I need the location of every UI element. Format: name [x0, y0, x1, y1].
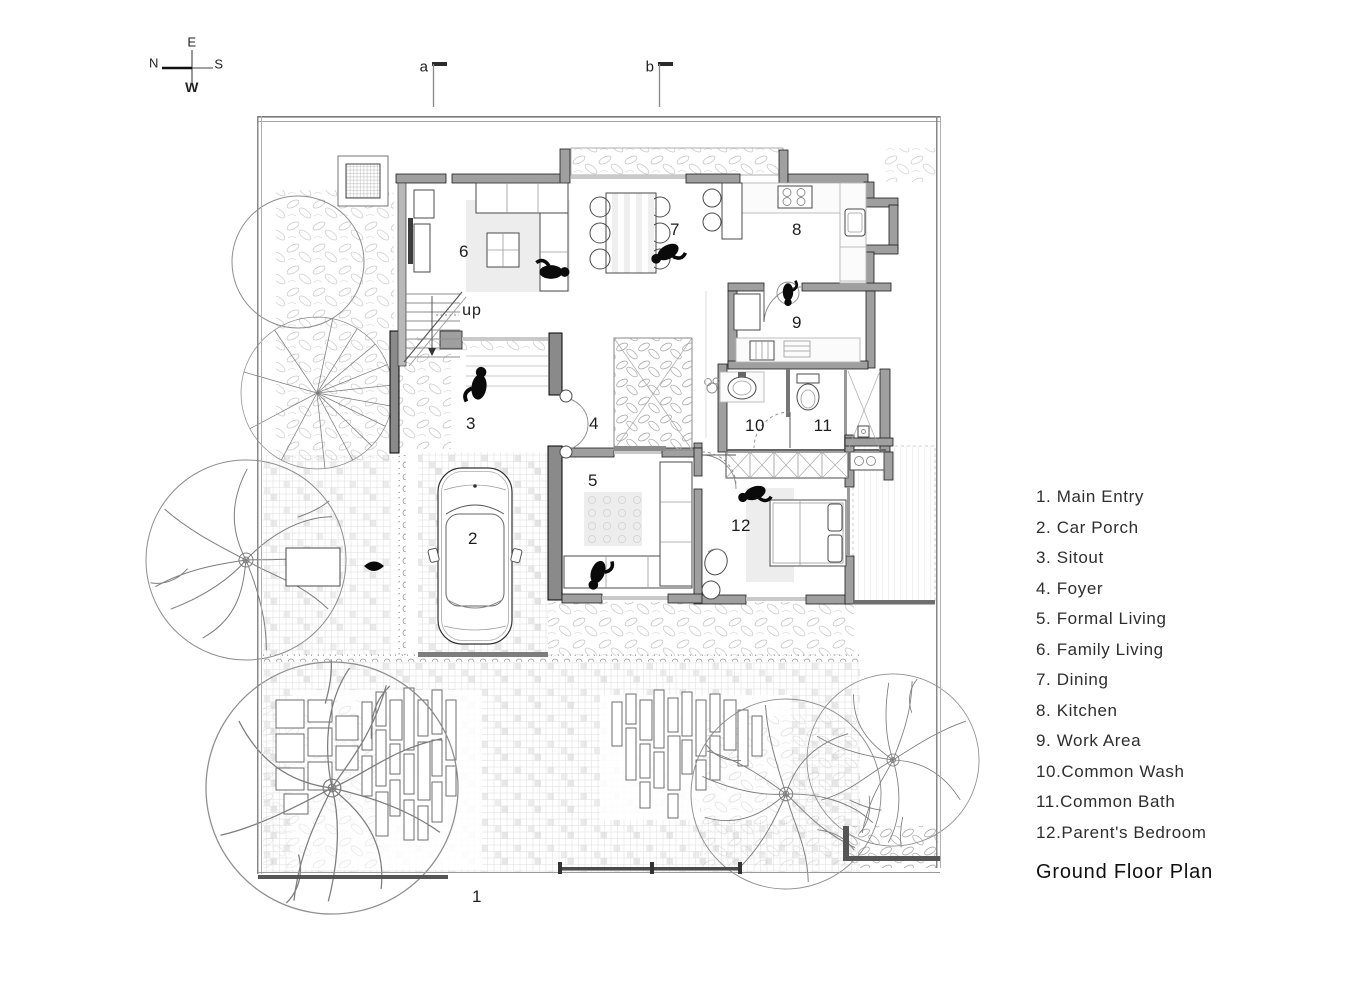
- legend-item-parents-bedroom: 12.Parent's Bedroom: [1036, 822, 1207, 842]
- legend-item-family-living: 6. Family Living: [1036, 639, 1164, 659]
- wash-bath-fixtures: [704, 370, 881, 451]
- compass-east-label: E: [187, 34, 197, 50]
- legend-item-common-wash: 10.Common Wash: [1036, 761, 1185, 781]
- room-label-common-bath: 11: [813, 416, 833, 435]
- section-marks: [432, 62, 673, 107]
- formal-living-furniture: [563, 461, 693, 589]
- stairs-up-label: up: [462, 302, 482, 319]
- garden-objects: [285, 155, 389, 587]
- room-label-family-living: 6: [459, 242, 469, 261]
- section-marker-b: b: [645, 58, 655, 76]
- trees: [117, 195, 1015, 965]
- room-label-work-area: 9: [792, 313, 802, 332]
- compass-west-label: W: [185, 79, 199, 95]
- legend-item-dining: 7. Dining: [1036, 670, 1109, 689]
- compass-south-label: S: [214, 56, 224, 72]
- room-label-common-wash: 10: [745, 416, 765, 435]
- compass: [162, 50, 213, 82]
- car: [427, 467, 523, 645]
- walls: [389, 148, 935, 605]
- room-label-car-porch: 2: [468, 529, 478, 548]
- legend: 1. Main Entry 2. Car Porch 3. Sitout 4. …: [1036, 482, 1366, 884]
- room-label-kitchen: 8: [792, 220, 802, 239]
- section-marker-a: a: [419, 58, 429, 76]
- room-label-main-entry: 1: [472, 887, 482, 906]
- room-label-parents-bedroom: 12: [731, 516, 751, 535]
- legend-item-formal-living: 5. Formal Living: [1036, 609, 1167, 628]
- room-label-dining: 7: [670, 220, 680, 239]
- compass-north-label: N: [149, 55, 159, 71]
- bedroom-furniture: [701, 291, 847, 600]
- stepping-stones: [275, 687, 763, 841]
- legend-item-car-porch: 2. Car Porch: [1036, 517, 1139, 537]
- room-label-formal-living: 5: [588, 471, 598, 490]
- plan-title: Ground Floor Plan: [1036, 861, 1214, 883]
- legend-item-work-area: 9. Work Area: [1036, 731, 1142, 750]
- room-label-foyer: 4: [589, 414, 599, 433]
- main-entry-door: [559, 389, 737, 487]
- wardrobe: [725, 451, 885, 479]
- room-label-sitout: 3: [466, 414, 476, 433]
- dining-furniture: [589, 192, 671, 274]
- legend-item-kitchen: 8. Kitchen: [1036, 700, 1118, 720]
- staircase: [403, 291, 548, 387]
- legend-item-common-bath: 11.Common Bath: [1036, 792, 1176, 811]
- site-boundary: [257, 116, 941, 879]
- work-area-fixtures: [733, 281, 861, 363]
- legend-item-main-entry: 1. Main Entry: [1036, 487, 1144, 506]
- courtyard-planter: [613, 337, 693, 451]
- legend-item-sitout: 3. Sitout: [1036, 548, 1104, 567]
- legend-item-foyer: 4. Foyer: [1036, 578, 1104, 598]
- kitchen-fixtures: [702, 182, 867, 284]
